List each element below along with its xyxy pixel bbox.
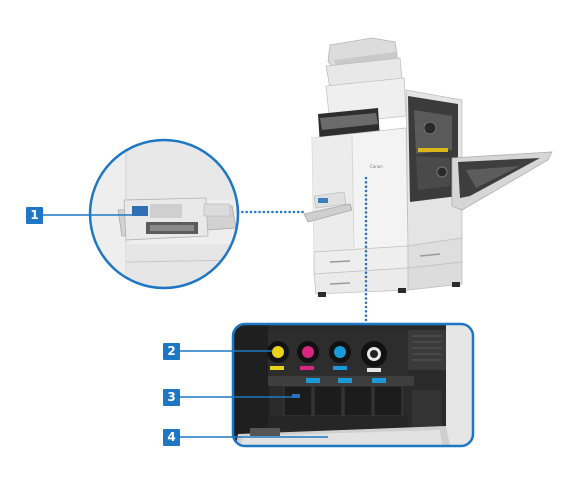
callout-badge-3: 3 bbox=[163, 389, 180, 406]
toner-zoom-panel bbox=[231, 322, 475, 448]
printer-body bbox=[303, 37, 553, 297]
magenta-toner-port bbox=[302, 346, 314, 358]
cyan-toner-port bbox=[334, 346, 346, 358]
callout-badge-2: 2 bbox=[163, 343, 180, 360]
callout-badge-4: 4 bbox=[163, 429, 180, 446]
yellow-toner-port bbox=[272, 346, 284, 358]
callout-badge-1: 1 bbox=[26, 207, 43, 224]
printer-brand-label: Canon bbox=[370, 164, 383, 169]
zoom-circle-1 bbox=[88, 138, 240, 290]
black-toner-port bbox=[370, 350, 378, 358]
